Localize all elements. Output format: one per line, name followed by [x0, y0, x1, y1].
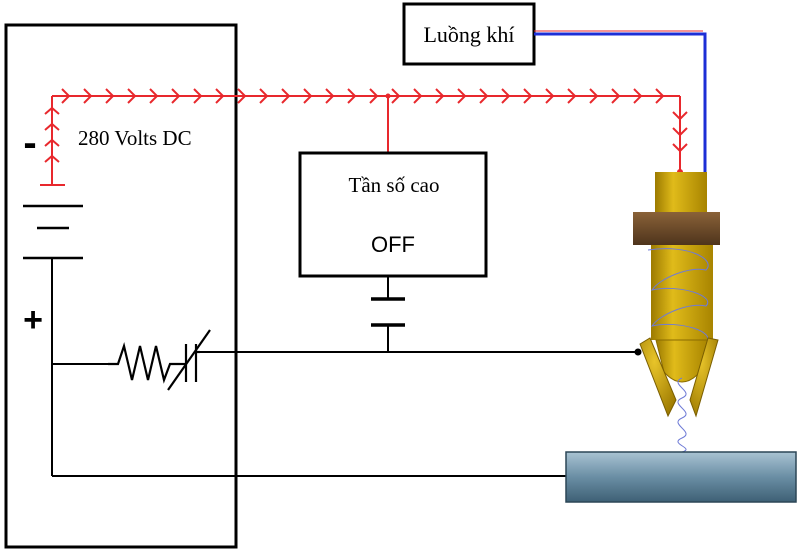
- current-arrows-up: [44, 106, 60, 163]
- arc-coil: [677, 377, 687, 453]
- current-arrow: [369, 88, 379, 104]
- current-arrow: [171, 88, 181, 104]
- current-arrow-up: [44, 154, 60, 163]
- current-arrow: [545, 88, 555, 104]
- current-arrow: [83, 88, 93, 104]
- current-arrow: [523, 88, 533, 104]
- nozzle-right: [689, 337, 719, 418]
- plus-sign: +: [23, 301, 43, 339]
- current-arrow: [413, 88, 423, 104]
- battery-symbol: [23, 204, 83, 260]
- torch-collar: [633, 212, 720, 245]
- high-frequency-box: [298, 151, 488, 278]
- current-arrow: [567, 88, 577, 104]
- current-arrow-down: [672, 111, 688, 121]
- current-arrow: [501, 88, 511, 104]
- current-arrow: [61, 88, 71, 104]
- current-arrow: [193, 88, 203, 104]
- current-arrow: [105, 88, 115, 104]
- current-arrow-down: [672, 127, 688, 137]
- current-arrow: [215, 88, 225, 104]
- current-arrow: [259, 88, 269, 104]
- current-arrow-up: [44, 106, 60, 115]
- current-arrow: [149, 88, 159, 104]
- gas-line: [534, 30, 707, 215]
- current-arrow: [589, 88, 599, 104]
- current-arrow: [435, 88, 445, 104]
- workpiece-plate: [565, 451, 797, 503]
- nozzle-left: [639, 337, 677, 418]
- current-arrow: [325, 88, 335, 104]
- voltage-label: 280 Volts DC: [78, 126, 192, 150]
- plasma-torch: [633, 172, 720, 453]
- minus-sign: -: [23, 121, 36, 165]
- gas-flow-box: [402, 2, 536, 66]
- variable-resistor-symbol: [167, 329, 211, 391]
- current-arrow: [237, 88, 247, 104]
- resistor-symbol: [108, 341, 180, 384]
- hf-title: Tần số cao: [349, 173, 440, 197]
- current-arrow-down: [672, 143, 688, 153]
- current-arrow: [127, 88, 137, 104]
- current-arrow: [391, 88, 401, 104]
- current-arrow-up: [44, 122, 60, 131]
- circuit-wires: [51, 258, 638, 477]
- current-arrows: [61, 88, 665, 104]
- torch-coil: [647, 248, 709, 343]
- junction-dot: [385, 93, 391, 99]
- current-arrow: [633, 88, 643, 104]
- current-arrow: [479, 88, 489, 104]
- power-supply-box: [4, 23, 238, 549]
- nozzle-contact-dot: [634, 348, 642, 356]
- current-arrow: [303, 88, 313, 104]
- capacitor-symbol: [371, 297, 405, 327]
- current-arrow: [457, 88, 467, 104]
- current-arrow: [281, 88, 291, 104]
- hf-state: OFF: [371, 232, 415, 257]
- current-arrow: [611, 88, 621, 104]
- current-arrows-down: [672, 111, 688, 153]
- current-arrow: [655, 88, 665, 104]
- current-arrow-up: [44, 138, 60, 147]
- gas-flow-label: Luồng khí: [423, 22, 514, 47]
- current-arrow: [347, 88, 357, 104]
